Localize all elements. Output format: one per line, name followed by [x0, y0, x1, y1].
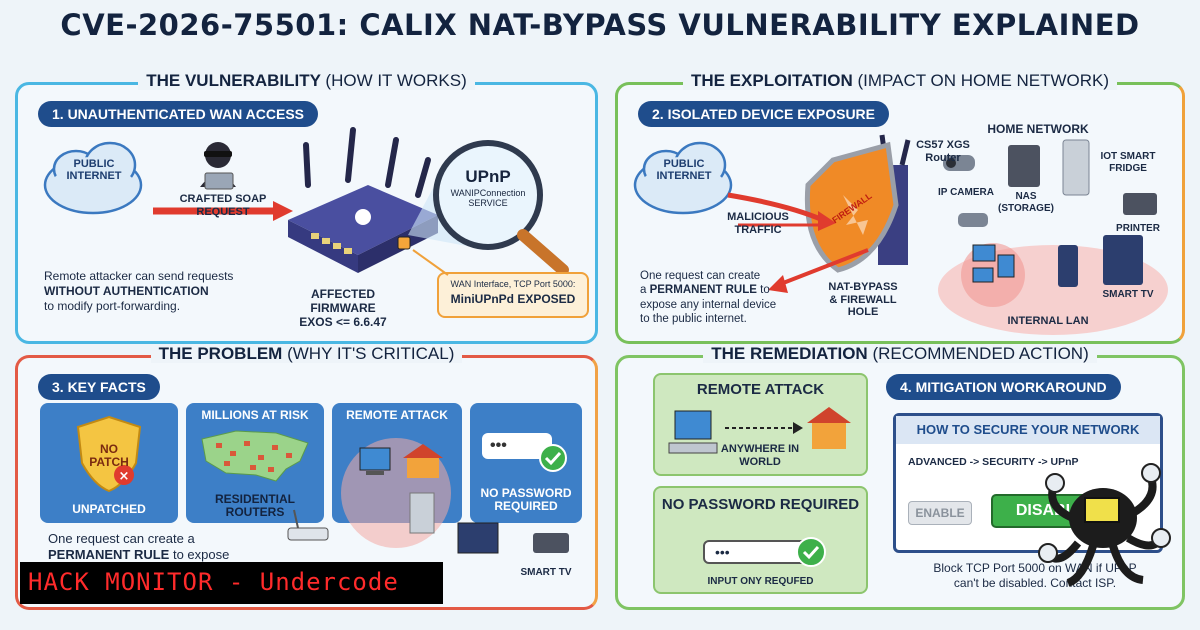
millions-at-risk-label: MILLIONS AT RISK [201, 408, 309, 422]
input-only-label: INPUT ONY REQUFED [707, 576, 814, 587]
fridge-label: IOT SMART FRIDGE [1100, 151, 1156, 174]
router-small-icon [287, 509, 329, 541]
problem-description: One request can create a PERMANENT RULE … [48, 531, 230, 563]
public-internet-label: PUBLIC INTERNET [66, 158, 122, 183]
settings-path: ADVANCED -> SECURITY -> UPnP [908, 456, 1079, 468]
smart-tv-label: SMART TV [1102, 289, 1154, 300]
cyber-octopus-logo [1038, 463, 1171, 587]
vulnerability-illustration [43, 127, 589, 318]
ip-camera-icon [943, 155, 975, 171]
problem-heading: THE PROBLEM (WHY IT'S CRITICAL) [18, 344, 595, 364]
camera-2-icon [958, 213, 988, 227]
step-2-pill: 2. ISOLATED DEVICE EXPOSURE [638, 101, 890, 127]
phone-icon [1058, 245, 1078, 287]
house-icon [403, 444, 443, 478]
us-map-icon [201, 430, 309, 482]
no-password-label: NO PASSWORD REQUIRED [661, 496, 860, 513]
remote-attack-illustration [668, 407, 851, 454]
no-password-label: NO PASSWORD REQUIRED [480, 486, 572, 514]
wan-callout-text: WAN Interface, TCP Port 5000: MiniUPnPd … [450, 279, 576, 306]
attacker-description: Remote attacker can send requests WITHOU… [44, 269, 234, 313]
internal-lan-label: INTERNAL LAN [1007, 315, 1089, 327]
step-1-pill: 1. UNAUTHENTICATED WAN ACCESS [38, 101, 319, 127]
step-4-pill: 4. MITIGATION WORKAROUND [886, 374, 1121, 400]
exploit-description: One request can create a PERMANENT RULE … [640, 270, 777, 326]
nat-bypass-label: NAT-BYPASS & FIREWALL HOLE [828, 281, 898, 319]
shield-icon: × [76, 415, 142, 493]
printer-icon [533, 533, 569, 553]
printer-icon [1123, 193, 1157, 215]
house-icon [807, 407, 851, 423]
crafted-soap-label: CRAFTED SOAP REQUEST [179, 193, 267, 218]
cloud-icon [43, 141, 143, 215]
upnp-label: UPnP [465, 167, 511, 186]
settings-window: HOW TO SECURE YOUR NETWORK ADVANCED -> S… [893, 413, 1163, 553]
remote-attack-label: REMOTE ATTACK [346, 408, 448, 422]
vulnerability-heading: THE VULNERABILITY (HOW IT WORKS) [18, 71, 595, 91]
password-field-icon: ••• [703, 540, 813, 564]
exploitation-heading: THE EXPLOITATION (IMPACT ON HOME NETWORK… [618, 71, 1182, 91]
remote-attack-label: REMOTE ATTACK [696, 381, 825, 398]
computer-icon [674, 410, 712, 440]
router-label: CS57 XGS Router [916, 139, 970, 164]
problem-panel: THE PROBLEM (WHY IT'S CRITICAL) 3. KEY F… [15, 344, 598, 610]
exploitation-panel: THE EXPLOITATION (IMPACT ON HOME NETWORK… [615, 71, 1185, 344]
cloud-icon [633, 141, 733, 215]
wan-callout [437, 272, 589, 318]
remediation-heading: THE REMEDIATION (RECOMMENDED ACTION) [618, 344, 1182, 364]
vulnerability-panel: THE VULNERABILITY (HOW IT WORKS) 1. UNAU… [15, 71, 598, 344]
no-password-card: NO PASSWORD REQUIRED ••• INPUT ONY REQUF… [653, 486, 868, 594]
no-patch-label: NO PATCH [89, 442, 129, 470]
public-internet-label: PUBLIC INTERNET [656, 158, 712, 183]
step-3-pill: 3. KEY FACTS [38, 374, 160, 400]
affected-firmware-label: AFFECTED FIRMWARE EXOS <= 6.6.47 [299, 287, 387, 329]
unpatched-label: UNPATCHED [72, 502, 146, 516]
millions-at-risk-card: MILLIONS AT RISK RESIDENTIAL ROUTERS [186, 403, 324, 523]
exploitation-illustration [633, 134, 1168, 335]
computers-icon [972, 244, 1015, 283]
fridge-icon [409, 492, 435, 534]
malicious-traffic-label: MALICIOUS TRAFFIC [727, 211, 789, 236]
remediation-panel: THE REMEDIATION (RECOMMENDED ACTION) REM… [615, 344, 1185, 610]
residential-routers-label: RESIDENTIAL ROUTERS [214, 492, 295, 520]
fridge-icon [1062, 139, 1090, 196]
hacker-icon [200, 142, 236, 190]
computer-icon [359, 447, 391, 475]
no-password-card: ••• NO PASSWORD REQUIRED [470, 403, 582, 523]
tv-icon [457, 522, 499, 554]
wanipconnection-label: WANIPConnection SERVICE [450, 188, 526, 208]
checkmark-icon [796, 537, 826, 567]
svg-text:×: × [119, 469, 130, 484]
printer-label: PRINTER [1116, 223, 1160, 234]
remote-attack-card: REMOTE ATTACK ANYWHERE IN WORLD [653, 373, 868, 476]
no-patch-card: × NO PATCH UNPATCHED [40, 403, 178, 523]
secure-network-title: HOW TO SECURE YOUR NETWORK [896, 416, 1160, 444]
checkmark-icon [539, 444, 567, 472]
router-icon [288, 127, 438, 273]
page-title: CVE-2026-75501: CALIX NAT-BYPASS VULNERA… [60, 8, 1140, 42]
problem-illustration [287, 438, 569, 554]
home-network-label: HOME NETWORK [987, 122, 1089, 136]
nas-label: NAS (STORAGE) [998, 191, 1054, 214]
smart-tv-label: SMART TV [520, 567, 572, 578]
magnifier-icon [408, 140, 569, 276]
hack-monitor-watermark: HACK MONITOR - Undercode [20, 562, 443, 604]
nas-icon [1008, 145, 1040, 187]
enable-button[interactable]: ENABLE [908, 501, 972, 525]
tv-icon [1103, 235, 1143, 285]
ip-camera-label: IP CAMERA [938, 187, 994, 198]
password-field-icon: ••• [482, 433, 552, 459]
anywhere-label: ANYWHERE IN WORLD [720, 443, 800, 468]
